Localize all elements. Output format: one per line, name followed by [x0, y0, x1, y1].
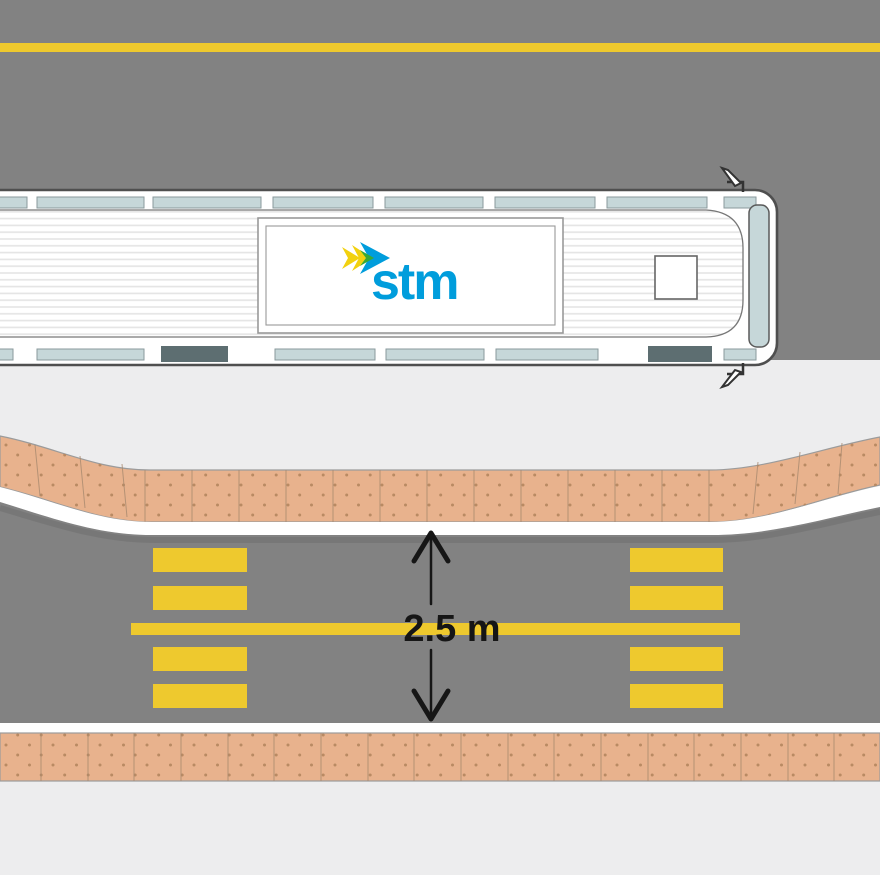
yellow-center-line — [131, 623, 740, 635]
bus-window — [0, 348, 14, 361]
panel-outer-frame — [257, 217, 564, 334]
panel-inner-frame — [265, 225, 556, 326]
tactile-tile-joints — [40, 733, 835, 781]
arrowhead-up-icon — [411, 530, 451, 564]
yellow-dash — [630, 684, 723, 708]
bus-windows-top — [0, 196, 757, 209]
curb-edge-top — [0, 486, 880, 535]
mirror-glass — [719, 368, 743, 389]
tactile-warning-strip-bottom — [0, 732, 880, 782]
bus-window — [36, 348, 145, 361]
bus-window — [36, 196, 145, 209]
mirror-glass — [719, 166, 743, 188]
bus-windows-bottom — [0, 346, 757, 362]
bus-window — [152, 196, 262, 209]
yellow-dash — [153, 548, 247, 572]
arrowhead-down-icon — [411, 688, 451, 722]
bus-window — [274, 348, 376, 361]
bus-window — [385, 348, 485, 361]
yellow-dash — [153, 647, 247, 671]
stm-logo-text: stm — [371, 253, 457, 311]
bus-door — [648, 346, 712, 362]
bus-top-view: stm — [0, 166, 779, 389]
curb-edge-bottom — [0, 723, 880, 733]
stm-logo: stm — [342, 242, 459, 311]
yellow-dash — [630, 586, 723, 610]
curb-shadow — [0, 505, 880, 543]
roof-hatch — [654, 255, 698, 300]
tactile-dots — [0, 733, 880, 781]
bus-stop-markings — [131, 548, 740, 708]
bus-window — [494, 196, 596, 209]
yellow-dash — [153, 684, 247, 708]
tactile-tile-joints — [34, 442, 843, 522]
bus-window — [723, 196, 757, 209]
yellow-dash — [630, 647, 723, 671]
windshield — [748, 204, 770, 348]
stm-ad-panel: stm — [257, 217, 564, 334]
side-mirror-top — [719, 166, 745, 192]
dimension-arrow — [411, 530, 451, 722]
tactile-dots — [0, 436, 880, 522]
stm-chevrons-icon — [342, 242, 390, 274]
yellow-edge-line — [0, 43, 880, 52]
bus-window — [606, 196, 708, 209]
bus-window — [495, 348, 599, 361]
yellow-dash — [630, 548, 723, 572]
bus-window — [272, 196, 374, 209]
bus-window — [0, 196, 28, 209]
side-mirror-bottom — [719, 363, 745, 389]
dimension-label: 2.5 m — [403, 608, 500, 650]
bus-window — [723, 348, 757, 361]
bus-window — [384, 196, 484, 209]
yellow-dash — [153, 586, 247, 610]
tactile-warning-strip-top — [0, 435, 880, 523]
bus-door — [161, 346, 228, 362]
